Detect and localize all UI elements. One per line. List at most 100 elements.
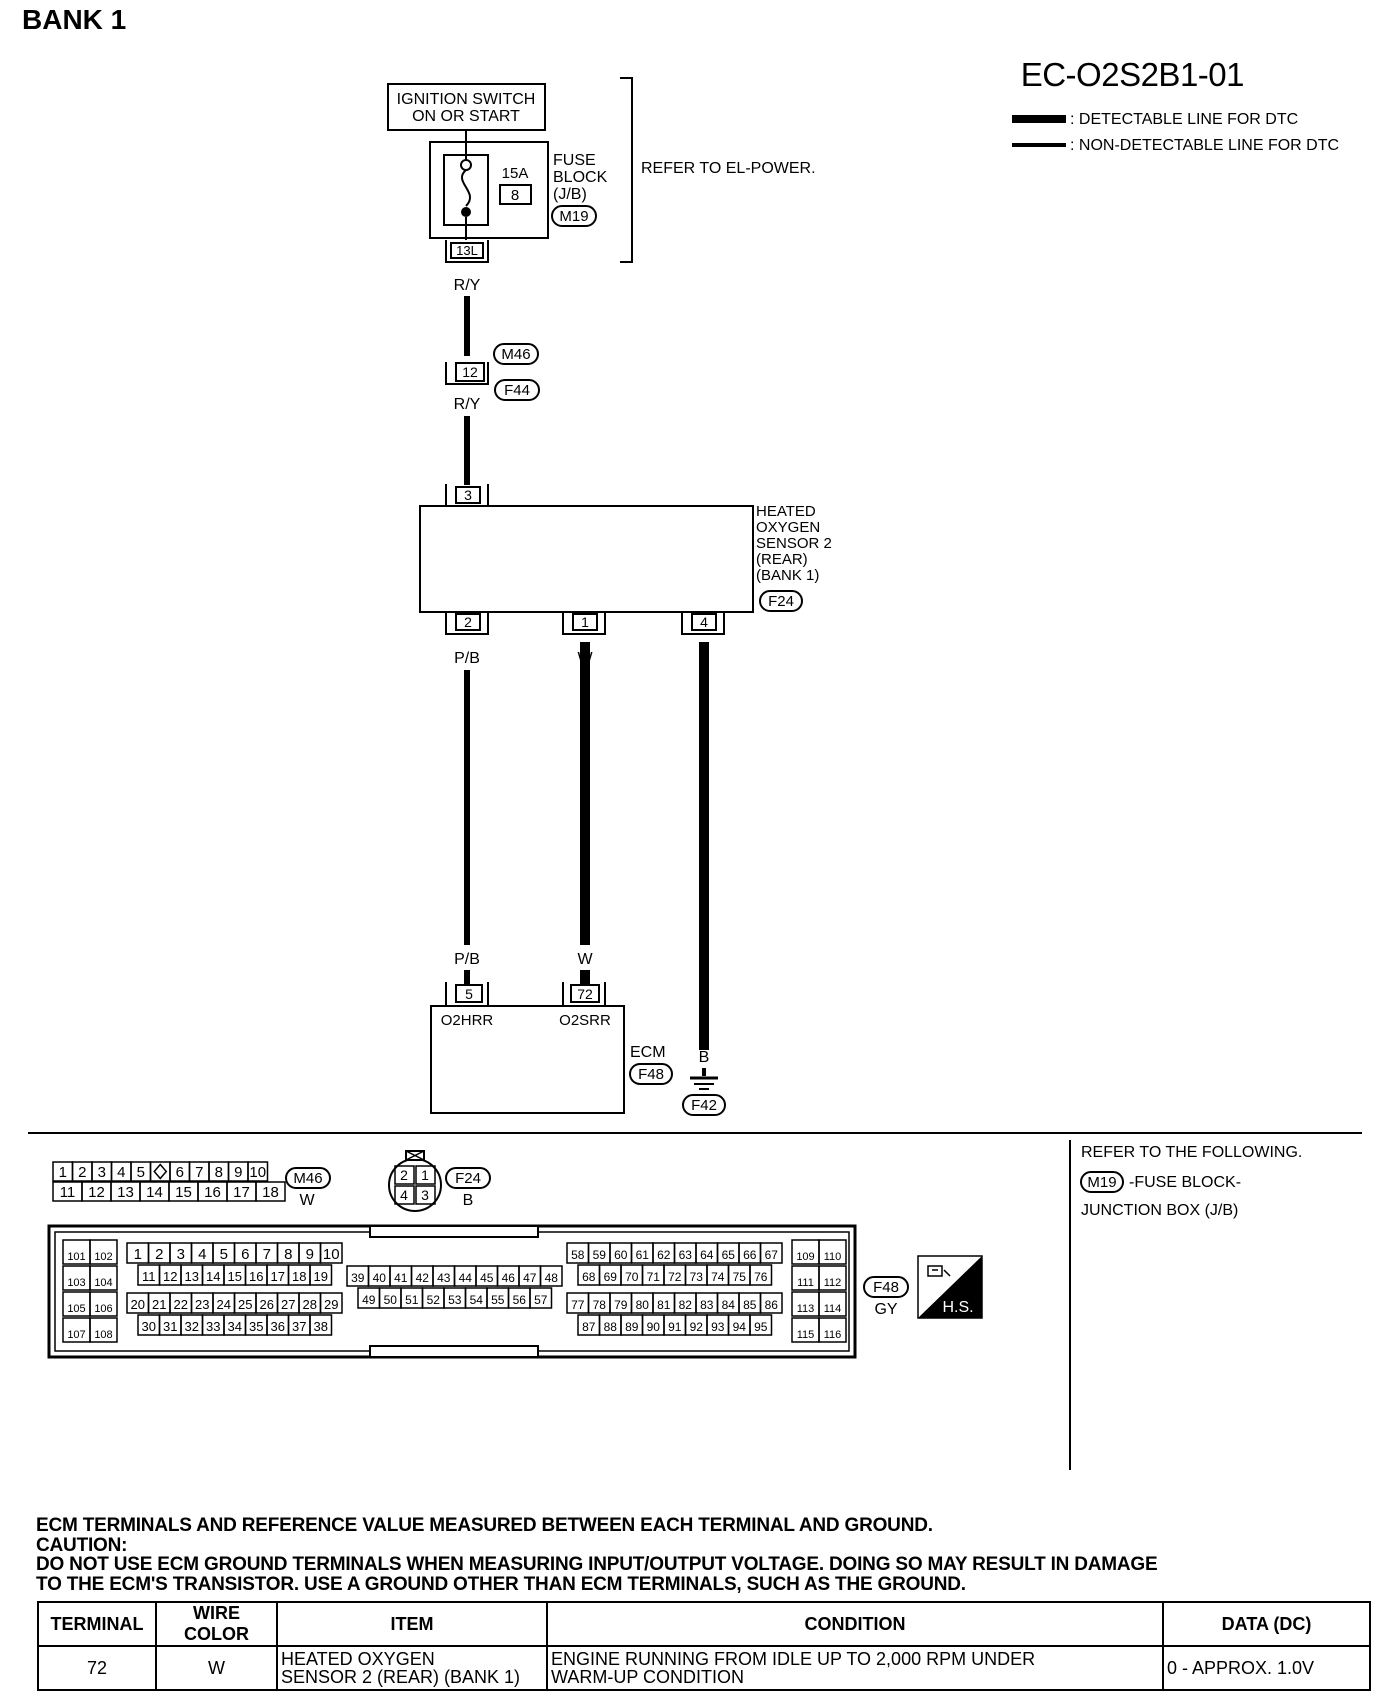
connector-pin-label: 1 <box>59 1164 67 1181</box>
connector-pin-label: 7 <box>263 1246 271 1263</box>
fuse-block-label-3: (J/B) <box>553 186 587 203</box>
hs-badge: H.S. <box>917 1255 983 1319</box>
connector-pin-label: 84 <box>722 1298 736 1312</box>
joint-connector-bottom: F44 <box>504 382 530 399</box>
connector-pin-label: 53 <box>448 1293 462 1307</box>
ecm-signal-o2hrr: O2HRR <box>441 1012 494 1029</box>
refer-line-2: JUNCTION BOX (J/B) <box>1081 1202 1238 1219</box>
f48-connector-color: GY <box>874 1301 897 1318</box>
ecm-signal-o2srr: O2SRR <box>559 1012 611 1029</box>
connector-pin-label: 3 <box>98 1164 106 1181</box>
connector-pin-label: 12 <box>88 1184 105 1201</box>
connector-pin-label: 15 <box>175 1184 192 1201</box>
sensor-terminal-4: 4 <box>700 614 708 630</box>
header-data-dc: DATA (DC) <box>1162 1601 1371 1647</box>
ecm-label: ECM <box>630 1044 666 1061</box>
connector-pin-label: 92 <box>690 1320 704 1334</box>
connector-pin-label: 57 <box>534 1293 548 1307</box>
connector-pin-label: 19 <box>314 1269 328 1284</box>
connector-pin-label: 3 <box>177 1246 185 1263</box>
m46-connector-color: W <box>299 1192 315 1209</box>
connector-pin-label: 48 <box>545 1271 559 1285</box>
connector-pin-label: 105 <box>67 1303 85 1315</box>
connector-pin-label: 2 <box>155 1246 163 1263</box>
ecm-box <box>430 1005 625 1114</box>
connector-pin-box <box>818 1317 847 1343</box>
connector-pin-label: 33 <box>206 1319 220 1334</box>
connector-pin-label: 40 <box>373 1271 387 1285</box>
terminal-13l-box <box>450 242 484 259</box>
connector-pin-label: 81 <box>657 1298 671 1312</box>
connector-pin-label: 56 <box>513 1293 527 1307</box>
connector-pin-label: 90 <box>647 1320 661 1334</box>
connector-pin-label: 23 <box>195 1297 209 1312</box>
f24-connector-color: B <box>463 1192 474 1209</box>
legend-detectable-swatch <box>1012 115 1066 123</box>
connector-pin-label: 14 <box>146 1184 163 1201</box>
connector-pin-label: 10 <box>249 1164 266 1181</box>
connector-pin-label: 71 <box>647 1270 661 1284</box>
joint-connector-tag-top <box>493 343 539 365</box>
f24-pin-3: 3 <box>421 1187 429 1203</box>
connector-pin-label: 11 <box>142 1269 156 1284</box>
connector-pin-label: 58 <box>571 1248 585 1262</box>
connector-pin-label: 9 <box>306 1246 314 1263</box>
connector-pin-label: 101 <box>67 1251 85 1263</box>
ground-connector-id: F42 <box>691 1097 717 1114</box>
connector-pin-label: 87 <box>582 1320 596 1334</box>
refer-el-power: REFER TO EL-POWER. <box>641 160 816 177</box>
connector-pin-label: 110 <box>824 1251 842 1263</box>
connector-pin-label: 107 <box>67 1329 85 1341</box>
connector-pin-label: 4 <box>117 1164 125 1181</box>
ecm-connector-tag <box>629 1063 673 1085</box>
connector-pin-label: 1 <box>134 1246 142 1263</box>
notes-caution: CAUTION: <box>36 1534 128 1556</box>
fuse-block-connector-tag <box>551 205 597 227</box>
connector-pin-label: 79 <box>614 1298 628 1312</box>
sensor-terminal-1-housing <box>562 612 606 635</box>
connector-pin-label: 50 <box>384 1293 398 1307</box>
connector-pin-label: 114 <box>824 1303 842 1315</box>
connector-pin-label: 63 <box>679 1248 693 1262</box>
sensor-name-5: (BANK 1) <box>756 567 819 584</box>
header-item: ITEM <box>276 1601 548 1647</box>
connector-pin-label: 109 <box>796 1251 814 1263</box>
connector-pin-box <box>529 1287 553 1309</box>
connector-pin-label: 13 <box>185 1269 199 1284</box>
notes-line-4: TO THE ECM'S TRANSISTOR. USE A GROUND OT… <box>36 1573 966 1595</box>
connector-pin-label: 88 <box>604 1320 618 1334</box>
refer-heading: REFER TO THE FOLLOWING. <box>1081 1144 1302 1161</box>
m46-connector-id: M46 <box>293 1170 322 1187</box>
connector-pin-label: 46 <box>502 1271 516 1285</box>
ecm-terminal-72: 72 <box>577 986 593 1002</box>
f24-pin-2: 2 <box>400 1167 408 1183</box>
connector-pin-label: 78 <box>593 1298 607 1312</box>
connector-pin-label: 112 <box>824 1277 842 1289</box>
sensor-terminal-2-housing <box>445 612 489 635</box>
connector-pin-label: 115 <box>797 1329 815 1341</box>
connector-pin-label: 24 <box>217 1297 231 1312</box>
cell-wire-color: W <box>155 1645 278 1691</box>
connector-pin-label: 80 <box>636 1298 650 1312</box>
fuse-number-box <box>499 184 532 205</box>
connector-pin-label: 28 <box>303 1297 317 1312</box>
wire-color-pb-bottom: P/B <box>454 951 480 968</box>
connector-pin-label: 38 <box>314 1319 328 1334</box>
legend-non-detectable-swatch <box>1012 143 1066 147</box>
refer-line-1: -FUSE BLOCK- <box>1129 1174 1241 1191</box>
sensor-terminal-2-box <box>455 613 481 631</box>
cell-item: HEATED OXYGEN SENSOR 2 (REAR) (BANK 1) <box>276 1645 548 1691</box>
connector-pin-label: 65 <box>722 1248 736 1262</box>
connector-pin-label: 14 <box>206 1269 220 1284</box>
connector-pin-label: 66 <box>743 1248 757 1262</box>
f24-connector-face: 2 1 4 3 <box>388 1150 442 1212</box>
connector-pin-label: 89 <box>625 1320 639 1334</box>
sensor-name-1: HEATED <box>756 503 816 520</box>
ignition-switch-sublabel: ON OR START <box>412 108 520 125</box>
fuse-block-connector-id: M19 <box>559 208 588 225</box>
header-condition: CONDITION <box>546 1601 1164 1647</box>
f24-pin-box-4 <box>394 1185 415 1205</box>
connector-pin-box <box>255 1181 286 1202</box>
